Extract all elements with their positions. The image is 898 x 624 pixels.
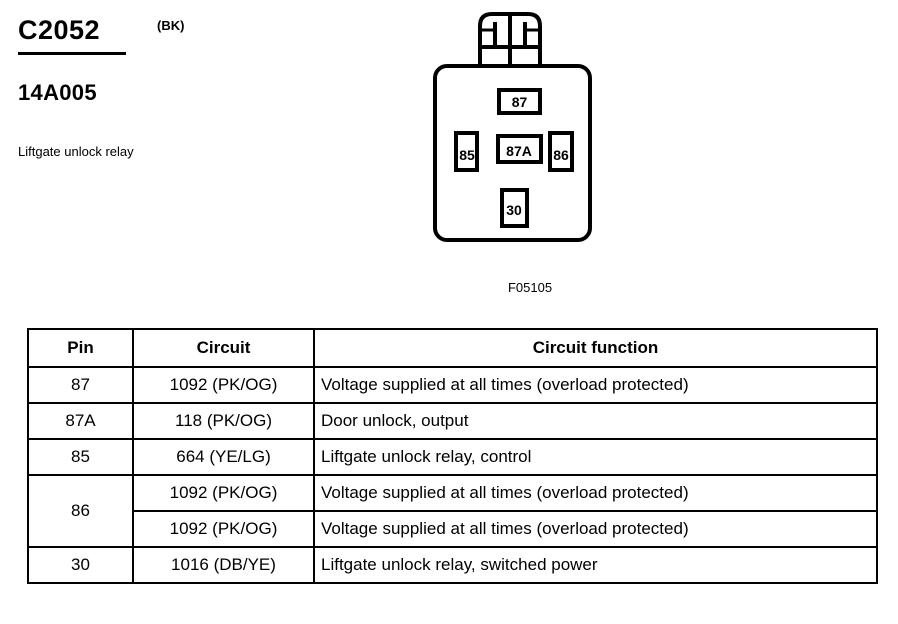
column-header-pin: Pin [27,328,134,368]
cell-circuit: 1092 (PK/OG) [132,510,315,548]
table-header-row: Pin Circuit Circuit function [27,328,878,368]
pin-cavity-30: 30 [500,188,529,228]
cell-circuit: 664 (YE/LG) [132,438,315,476]
connector-id-underline [18,52,126,55]
table-header: Pin Circuit Circuit function [27,328,878,368]
pin-label-30: 30 [506,202,522,218]
connector-id: C2052 [18,15,101,45]
cell-circuit: 1016 (DB/YE) [132,546,315,584]
cell-circuit-function: Liftgate unlock relay, switched power [313,546,878,584]
pinout-table: Pin Circuit Circuit function 87 1092 (PK… [27,328,878,584]
pin-label-87a: 87A [506,143,532,159]
cell-pin: 30 [27,546,134,584]
table-row: 87A 118 (PK/OG) Door unlock, output [27,402,878,440]
figure-caption: F05105 [507,280,553,295]
cell-circuit-function: Liftgate unlock relay, control [313,438,878,476]
table-row: 1092 (PK/OG) Voltage supplied at all tim… [28,510,878,548]
cell-circuit-function: Voltage supplied at all times (overload … [313,366,878,404]
column-header-circuit: Circuit [132,328,315,368]
pin-label-85: 85 [459,147,475,163]
cell-pin: 87A [27,402,134,440]
cell-pin: 85 [27,438,134,476]
connector-color-code: (BK) [157,18,185,33]
pin-label-87: 87 [512,94,528,110]
cell-circuit-function: Voltage supplied at all times (overload … [313,474,878,512]
cell-circuit-function: Door unlock, output [313,402,878,440]
cell-pin: 87 [27,366,134,404]
cell-circuit: 118 (PK/OG) [132,402,315,440]
table-row: 30 1016 (DB/YE) Liftgate unlock relay, s… [27,546,878,584]
connector-diagram-svg: 87 85 87A 86 30 [433,12,592,242]
pin-label-86: 86 [553,147,569,163]
part-number: 14A005 [18,80,97,105]
table-row: 85 664 (YE/LG) Liftgate unlock relay, co… [27,438,878,476]
cell-circuit: 1092 (PK/OG) [132,366,315,404]
pin-cavity-87: 87 [497,88,542,115]
pin-cavity-86: 86 [548,131,574,172]
table-body: 87 1092 (PK/OG) Voltage supplied at all … [27,366,878,584]
connector-locking-tab [478,12,542,68]
pin-cavity-85: 85 [454,131,479,172]
component-name: Liftgate unlock relay [18,144,134,159]
cell-pin: 86 [27,474,134,548]
table-row: 87 1092 (PK/OG) Voltage supplied at all … [27,366,878,404]
cell-circuit-function: Voltage supplied at all times (overload … [313,510,878,548]
table-row: 86 1092 (PK/OG) Voltage supplied at all … [27,474,878,548]
connector-illustration: 87 85 87A 86 30 F05105 [420,0,640,310]
column-header-circuit-function: Circuit function [313,328,878,368]
connector-header: C2052 (BK) 14A005 Liftgate unlock relay [0,0,420,200]
cell-circuit: 1092 (PK/OG) [132,474,315,512]
pin-cavity-87a: 87A [496,134,543,164]
